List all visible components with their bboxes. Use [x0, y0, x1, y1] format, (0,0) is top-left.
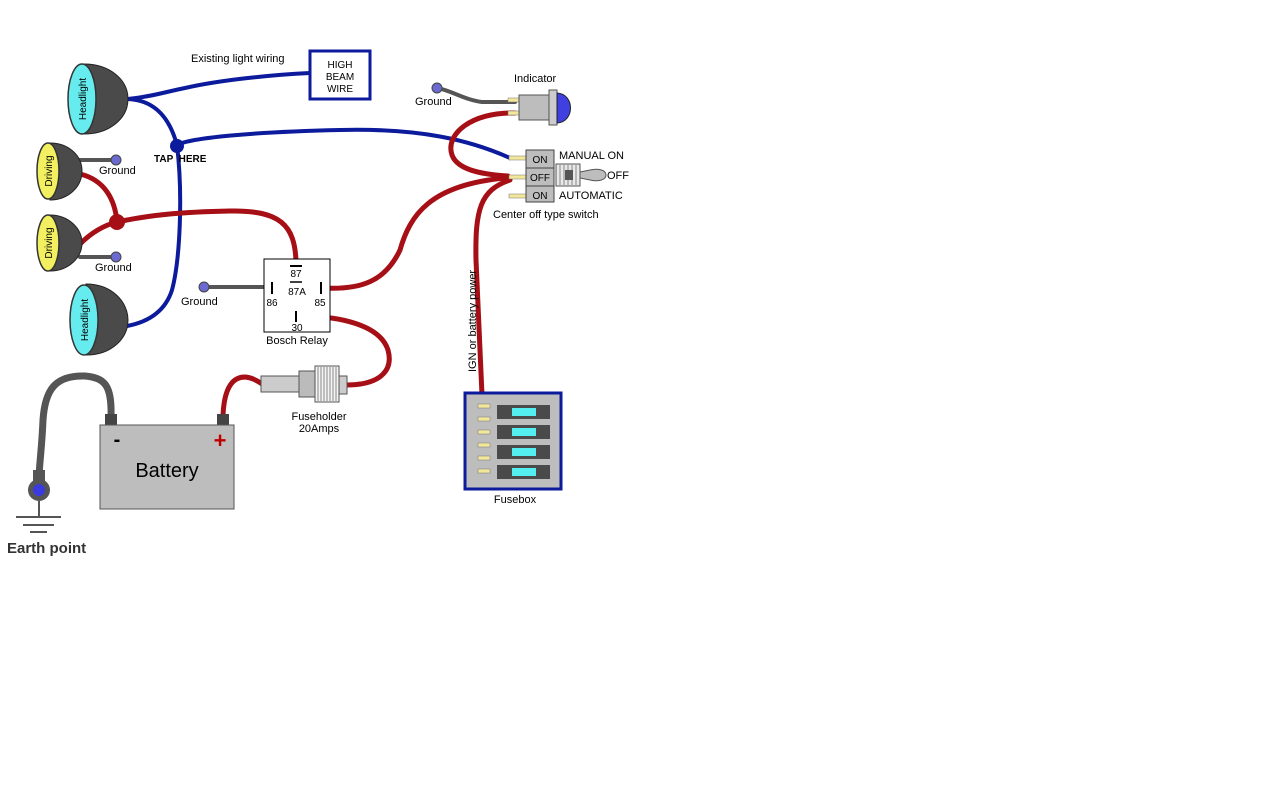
high-beam-box-frame [308, 49, 372, 101]
lamp-body [83, 63, 129, 135]
battery-label: Battery [135, 460, 198, 482]
wire-tap-to-switch-on [175, 127, 512, 160]
tap-junction-dot [170, 139, 184, 153]
fuseholder [260, 365, 348, 403]
earth-point-label: Earth point [7, 540, 86, 557]
switch-automatic-label: AUTOMATIC [559, 190, 623, 202]
switch-pin-top [508, 155, 528, 161]
fuseholder-left-sleeve [260, 375, 302, 393]
high-beam-wire-box: HIGH BEAM WIRE [308, 49, 372, 101]
headlight-lens [67, 63, 97, 135]
ground-terminal-dot [110, 251, 122, 263]
switch-body [525, 149, 555, 203]
driving-lens [36, 214, 60, 272]
fuse-slot [497, 405, 550, 419]
fuse-slot [497, 465, 550, 479]
fuseholder-mid [298, 370, 316, 398]
fuseholder-label-1: Fuseholder [291, 411, 346, 423]
wire-relay30-to-fuseholder [297, 313, 392, 388]
indicator-lens [556, 92, 571, 124]
center-off-switch: ON OFF ON [508, 149, 607, 203]
red-junction-dot [109, 214, 125, 230]
wire-relay85-to-switch [320, 175, 508, 291]
existing-light-wiring-label: Existing light wiring [191, 53, 285, 65]
indicator-pin-top [507, 97, 521, 103]
ground-terminal-dot [110, 154, 122, 166]
headlight-top: Headlight [67, 63, 129, 135]
ground-terminal-dot [198, 281, 210, 293]
wire-tap-to-lower-headlight [125, 143, 183, 328]
red-wires [77, 110, 518, 418]
switch-toggle [579, 168, 607, 182]
battery-minus-sign: - [114, 429, 121, 451]
indicator-body [518, 94, 552, 121]
tap-here-label: TAP HERE [154, 154, 207, 165]
high-beam-line-3: WIRE [327, 84, 353, 95]
battery-body [99, 424, 235, 510]
relay-pin-30-label: 30 [291, 323, 303, 334]
ground-label-indicator: Ground [415, 96, 452, 108]
battery-plus-sign: + [214, 428, 227, 453]
ground-terminal-dot [431, 82, 443, 94]
ground-label-relay: Ground [181, 296, 218, 308]
earth-terminal-center [33, 484, 45, 496]
indicator-bezel [548, 89, 558, 126]
indicator-pin-bottom [507, 110, 521, 116]
headlight-label: Headlight [80, 299, 91, 341]
switch-nut [565, 170, 573, 180]
ground-label-driving-top: Ground [99, 165, 136, 177]
battery: - + Battery [99, 414, 235, 510]
wire-battery-earth [35, 372, 115, 480]
relay-pin-86-label: 86 [266, 298, 278, 309]
indicator-label: Indicator [514, 73, 557, 85]
fuse-slot [497, 425, 550, 439]
headlight-bottom: Headlight [69, 283, 129, 356]
switch-off-label: OFF [607, 170, 629, 182]
switch-pin-mid [508, 174, 528, 180]
battery-terminal-negative [105, 414, 117, 426]
wire-headlight-to-highbeam [126, 71, 312, 101]
ground-label-driving-bottom: Ground [95, 262, 132, 274]
driving-light-top: Driving [36, 142, 83, 201]
earth-point [16, 470, 61, 533]
ground-wires [35, 86, 517, 480]
indicator-light [507, 89, 571, 126]
blue-wires [125, 71, 512, 328]
high-beam-line-2: BEAM [326, 72, 354, 83]
relay-caption: Bosch Relay [266, 335, 328, 347]
wire-junction-to-relay87 [114, 208, 299, 265]
fuseholder-ribs [317, 367, 337, 401]
switch-pos-off: OFF [530, 173, 550, 184]
relay-pin-85-label: 85 [314, 298, 326, 309]
switch-caption: Center off type switch [493, 209, 599, 221]
fuseholder-right-sleeve [338, 375, 348, 395]
relay-pin-87a-label: 87A [288, 287, 306, 298]
fuse-slot [497, 445, 550, 459]
battery-terminal-positive [217, 414, 229, 426]
fuseholder-label-2: 20Amps [299, 423, 340, 435]
ign-power-label: IGN or battery power [467, 270, 479, 372]
fusebox [463, 391, 563, 491]
wire-fuseholder-to-battery [220, 374, 265, 418]
fusebox-terminals [477, 403, 491, 474]
driving-light-bottom: Driving [36, 214, 83, 272]
switch-manual-on-label: MANUAL ON [559, 150, 624, 162]
headlight-lens [69, 284, 99, 356]
switch-pos-on-bottom: ON [533, 191, 548, 202]
switch-pos-on-top: ON [533, 155, 548, 166]
wire-indicator-loop [448, 110, 518, 179]
wire-driving-top-to-junction [77, 171, 120, 225]
fusebox-caption: Fusebox [494, 494, 537, 506]
driving-label: Driving [44, 155, 55, 186]
headlight-label: Headlight [78, 78, 89, 120]
high-beam-line-1: HIGH [328, 60, 353, 71]
driving-lens [36, 142, 60, 200]
wire-headlight-to-tap [126, 97, 179, 147]
wire-switch-to-fusebox [473, 177, 513, 398]
bosch-relay: 87 87A 86 85 30 [263, 258, 331, 334]
driving-label: Driving [44, 227, 55, 258]
relay-pin-87-label: 87 [290, 269, 302, 280]
switch-pin-bottom [508, 193, 528, 199]
